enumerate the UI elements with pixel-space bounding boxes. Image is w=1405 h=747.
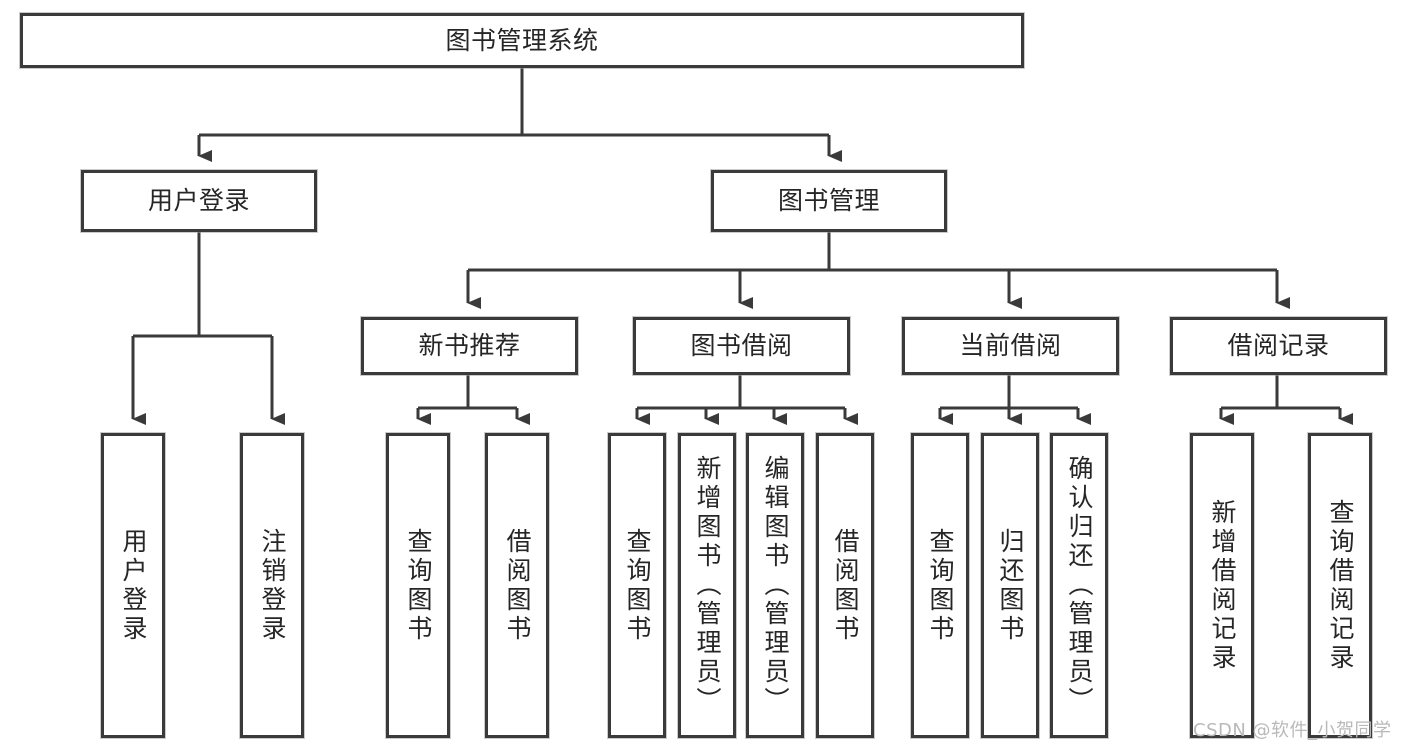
node-label: 用户登录 [147, 186, 250, 216]
node-user-login[interactable]: 用户登录 [81, 170, 317, 232]
node-label: 图书管理系统 [445, 25, 599, 55]
node-label: 用户登录 [119, 527, 148, 644]
node-current-borrow[interactable]: 当前借阅 [902, 317, 1119, 375]
node-leaf-bookborrow-query-book[interactable]: 查询图书 [608, 433, 666, 738]
node-new-book-recommend[interactable]: 新书推荐 [361, 317, 578, 375]
node-label: 查询图书 [623, 527, 652, 644]
node-root-book-management-system[interactable]: 图书管理系统 [20, 13, 1024, 68]
node-label: 图书管理 [777, 186, 880, 216]
node-label: 归还图书 [996, 527, 1025, 644]
node-label: 确认归还（管理员） [1065, 455, 1094, 716]
node-label: 图书借阅 [690, 331, 793, 361]
node-leaf-bookborrow-add-book-admin[interactable]: 新增图书（管理员） [678, 433, 736, 738]
node-leaf-currentborrow-query-book[interactable]: 查询图书 [911, 433, 969, 738]
node-leaf-logout[interactable]: 注销登录 [240, 433, 304, 738]
node-leaf-currentborrow-confirm-return-admin[interactable]: 确认归还（管理员） [1050, 433, 1108, 738]
node-label: 借阅记录 [1227, 331, 1330, 361]
node-borrow-record[interactable]: 借阅记录 [1170, 317, 1387, 375]
node-label: 当前借阅 [959, 331, 1062, 361]
node-leaf-newbook-borrow-book[interactable]: 借阅图书 [485, 433, 549, 738]
node-label: 注销登录 [258, 527, 287, 644]
node-leaf-currentborrow-return-book[interactable]: 归还图书 [981, 433, 1039, 738]
node-leaf-newbook-query-book[interactable]: 查询图书 [386, 433, 450, 738]
node-book-borrow[interactable]: 图书借阅 [633, 317, 850, 375]
node-leaf-bookborrow-edit-book-admin[interactable]: 编辑图书（管理员） [746, 433, 804, 738]
node-label: 查询图书 [926, 527, 955, 644]
node-label: 查询借阅记录 [1326, 498, 1355, 673]
node-label: 借阅图书 [503, 527, 532, 644]
node-leaf-borrowrecord-query-record[interactable]: 查询借阅记录 [1308, 433, 1372, 738]
node-leaf-bookborrow-borrow-book[interactable]: 借阅图书 [816, 433, 874, 738]
node-leaf-user-login[interactable]: 用户登录 [101, 433, 165, 738]
node-label: 新增图书（管理员） [693, 455, 722, 716]
node-label: 新增借阅记录 [1208, 498, 1237, 673]
node-label: 编辑图书（管理员） [761, 455, 790, 716]
node-book-management[interactable]: 图书管理 [711, 170, 947, 232]
node-label: 新书推荐 [418, 331, 521, 361]
node-label: 借阅图书 [831, 527, 860, 644]
node-label: 查询图书 [404, 527, 433, 644]
node-leaf-borrowrecord-add-record[interactable]: 新增借阅记录 [1190, 433, 1254, 738]
